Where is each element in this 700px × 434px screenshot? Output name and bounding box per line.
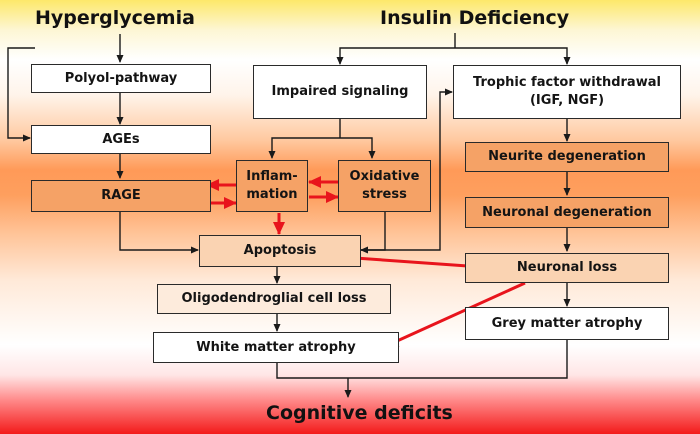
node-neuronal-degeneration: Neuronal degeneration — [465, 197, 669, 228]
node-neurite-degeneration: Neurite degeneration — [465, 142, 669, 172]
node-white-matter-atrophy: White matter atrophy — [153, 332, 399, 363]
node-oxidative-stress: Oxidative stress — [338, 160, 431, 212]
arrow-rage-to-apoptosis — [119, 212, 199, 254]
red-arrow-neuronal-loss-to-white — [385, 281, 526, 348]
arrow-insulin-to-trophic — [455, 47, 571, 65]
node-apoptosis: Apoptosis — [199, 235, 361, 267]
node-ages: AGEs — [31, 125, 211, 154]
arrow-signaling-to-oxidative — [340, 137, 376, 159]
node-rage: RAGE — [31, 180, 211, 212]
node-impaired-signaling: Impaired signaling — [253, 65, 427, 119]
arrow-hyperglycemia-to-ages — [7, 47, 35, 142]
arrow-insulin-to-signaling — [336, 47, 455, 65]
arrow-oxidative-to-apoptosis — [360, 212, 386, 254]
title-cognitive-deficits: Cognitive deficits — [266, 402, 453, 424]
node-trophic-factor-withdrawal: Trophic factor withdrawal (IGF, NGF) — [453, 65, 681, 119]
arrow-apoptosis-loop — [361, 88, 453, 251]
arrow-signaling-to-inflammation — [268, 137, 340, 159]
node-inflammation: Inflam- mation — [236, 160, 308, 212]
line-grey-down — [348, 340, 568, 379]
node-neuronal-loss: Neuronal loss — [465, 253, 669, 283]
title-insulin-deficiency: Insulin Deficiency — [380, 7, 570, 29]
node-grey-matter-atrophy: Grey matter atrophy — [465, 307, 669, 340]
node-oligodendroglial-cell-loss: Oligodendroglial cell loss — [157, 284, 391, 314]
title-hyperglycemia: Hyperglycemia — [35, 7, 195, 29]
node-polyol-pathway: Polyol-pathway — [31, 64, 211, 93]
line-white-down — [276, 363, 348, 379]
